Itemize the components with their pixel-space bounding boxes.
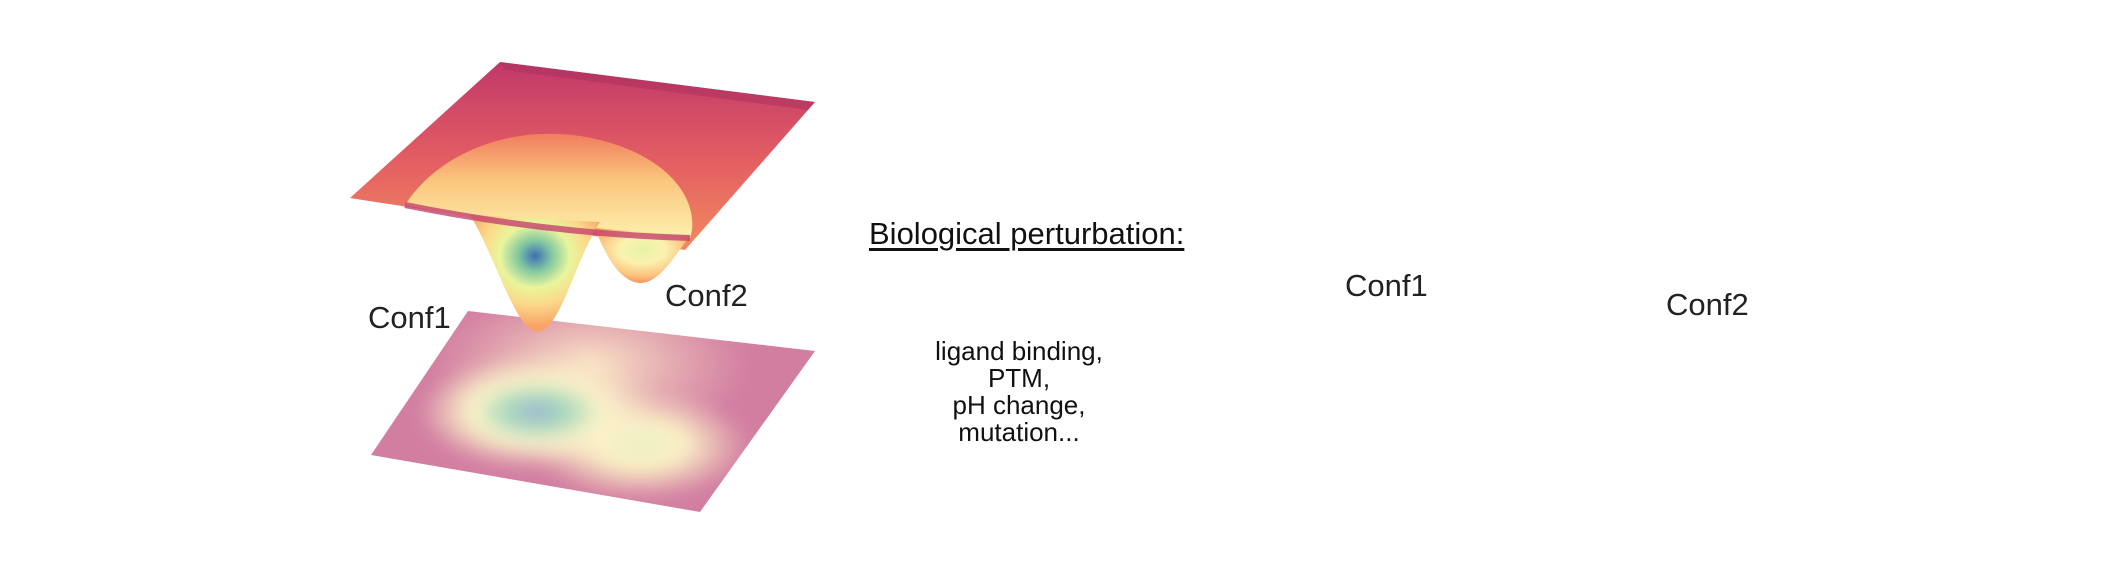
example-ptm: PTM, [987,363,1051,393]
left-conf1-label: Conf1 [368,300,451,335]
right-conf2-label: Conf2 [1666,287,1749,322]
example-ligand-binding: ligand binding, [935,336,1103,366]
example-ph-change: pH change, [952,390,1086,420]
example-mutation: mutation... [958,417,1080,447]
left-conf2-label: Conf2 [665,278,748,313]
left-potential-surface [350,62,815,332]
right-conf1-label: Conf1 [1345,268,1428,303]
left-energy-landscape [350,62,815,512]
perturbation-examples: ligand binding, PTM, pH change, mutation… [869,338,1169,446]
perturbation-title: Biological perturbation: [869,216,1185,251]
